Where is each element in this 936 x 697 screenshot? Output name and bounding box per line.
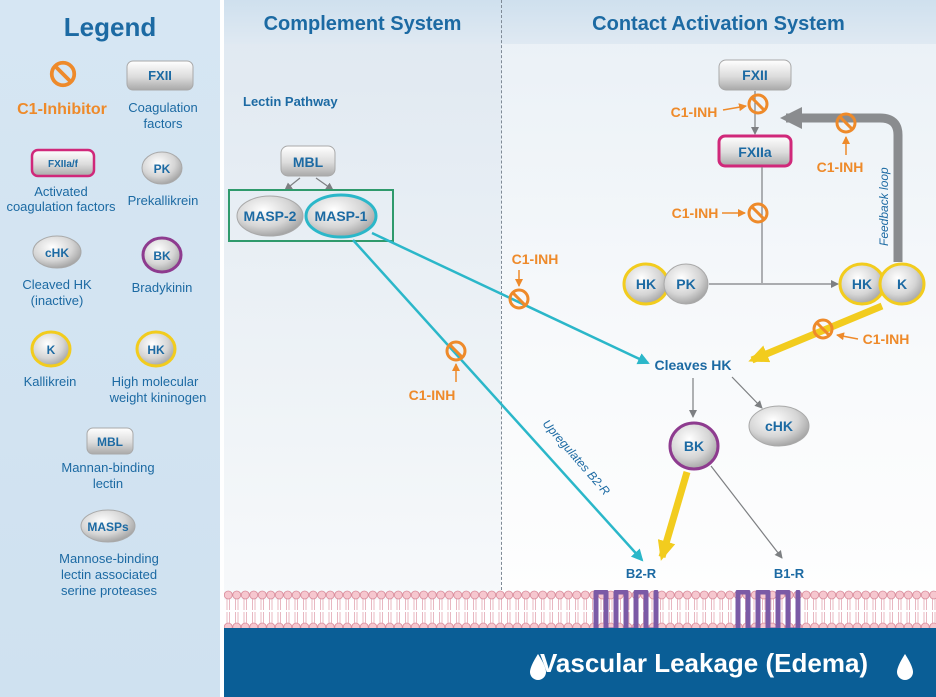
vessel-band [224,628,936,697]
k-text: K [897,276,907,292]
legend-fxii-chip: FXII [126,60,194,91]
legend-hk-chip-text: HK [147,343,165,357]
masp2-node: MASP-2 [236,195,304,237]
fxiia-node-text: FXIIa [738,144,772,160]
bk-to-b2r-arrow [657,471,691,561]
legend-mbl-chip-text: MBL [97,435,123,449]
hk-right-text: HK [852,276,872,292]
legend-hmwk-label-2: weight kininogen [109,390,207,405]
legend-fxii-chip-text: FXII [148,68,172,83]
contact-activation-title: Contact Activation System [592,13,845,35]
bk-node-text: BK [684,438,704,454]
legend-cleaved-hk-label-2: (inactive) [31,293,84,308]
mbl-to-masp1-arrow [315,177,334,191]
legend-mbl-chip: MBL [86,427,134,455]
droplet-icon [530,654,546,680]
mbl-node-text: MBL [293,154,324,170]
c1-inh-label-fxii: C1-INH [671,104,718,120]
feedback-loop-arrow [780,107,903,262]
chk-node-text: cHK [765,418,793,434]
c1-inh-arrow-kallikrein [836,332,859,341]
legend-hmwk-label: High molecular [112,374,199,389]
legend-pk-chip: PK [141,151,183,185]
legend-c1-inhibitor-icon [49,60,77,88]
legend-kallikrein-label: Kallikrein [24,374,77,389]
cleaves-hk-to-chk-arrow [731,376,763,409]
legend-chk-chip: cHK [32,235,82,269]
feedback-loop-label: Feedback loop [877,167,891,246]
legend-fxiia-chip-text: FXIIa/f [48,159,79,170]
fxiia-node: FXIIa [717,134,793,168]
c1-inh-icon-fxiia [747,202,769,224]
bk-to-b1r-arrow [710,465,783,559]
legend-masps-label: Mannose-binding [59,551,159,566]
c1-inh-icon-fxii [747,93,769,115]
legend-masps-label-2: lectin associated [61,567,157,582]
hk-left-text: HK [636,276,656,292]
cleaves-hk-label: Cleaves HK [654,357,731,373]
c1-inh-label-masp1: C1-INH [512,251,559,267]
mbl-node: MBL [280,145,336,177]
legend-masps-label-3: serine proteases [61,583,158,598]
legend-fxiia-chip: FXIIa/f [30,148,96,178]
masp-complex-box [228,189,394,242]
masp2-node-text: MASP-2 [244,208,297,224]
legend-bradykinin-label: Bradykinin [132,280,193,295]
legend-k-chip-text: K [47,343,56,357]
masp1-node: MASP-1 [304,193,378,239]
complement-system-title: Complement System [263,13,462,35]
legend-bk-chip-text: BK [153,249,171,263]
complement-panel [224,0,501,600]
legend-coagulation-label: Coagulation [128,100,197,115]
fxii-node: FXII [718,59,792,91]
fxii-node-text: FXII [742,67,768,83]
header-band [224,0,936,44]
b1r-label: B1-R [774,566,805,581]
legend-coagulation-label-2: factors [143,116,183,131]
hk-pk-complex: HK PK [622,262,709,306]
legend-activated-label: Activated [34,184,87,199]
legend-masps-chip: MASPs [80,509,136,543]
chk-node: cHK [748,405,810,447]
legend-k-chip: K [30,330,72,368]
legend-mbl-label-2: lectin [93,476,123,491]
masp1-node-text: MASP-1 [315,208,368,224]
legend-title: Legend [63,12,157,42]
kallikrein-to-cleaves-hk-arrow [748,302,884,364]
b2r-label: B2-R [626,566,657,581]
masp1-to-b2r-arrow [352,239,644,562]
c1-inh-arrow-fxii [722,103,747,112]
legend-masps-chip-text: MASPs [87,520,129,534]
legend-activated-label-2: coagulation factors [6,199,116,214]
legend-prekallikrein-label: Prekallikrein [128,193,199,208]
legend-c1-inhibitor-label: C1-Inhibitor [17,101,107,118]
c1-inh-label-fxiia: C1-INH [672,205,719,221]
lectin-pathway-label: Lectin Pathway [243,94,338,109]
edema-label: Vascular Leakage (Edema) [540,648,869,678]
pk-text: PK [676,276,695,292]
legend-cleaved-hk-label: Cleaved HK [22,277,92,292]
legend-hk-chip: HK [135,330,177,368]
legend-chk-chip-text: cHK [45,246,69,260]
c1-inh-label: C1-INH [409,387,456,403]
c1-inh-icon [445,340,467,362]
bk-node: BK [668,421,720,471]
c1-inh-label-feedback: C1-INH [817,159,864,175]
legend-pk-chip-text: PK [154,162,171,176]
legend-mbl-label: Mannan-binding [61,460,154,475]
mbl-to-masp2-arrow [284,177,301,191]
hk-k-complex: HK K [838,262,926,306]
legend-bk-chip: BK [141,236,183,274]
droplet-icon [897,654,913,680]
c1-inh-label-kallikrein: C1-INH [863,331,910,347]
section-divider [501,0,502,600]
